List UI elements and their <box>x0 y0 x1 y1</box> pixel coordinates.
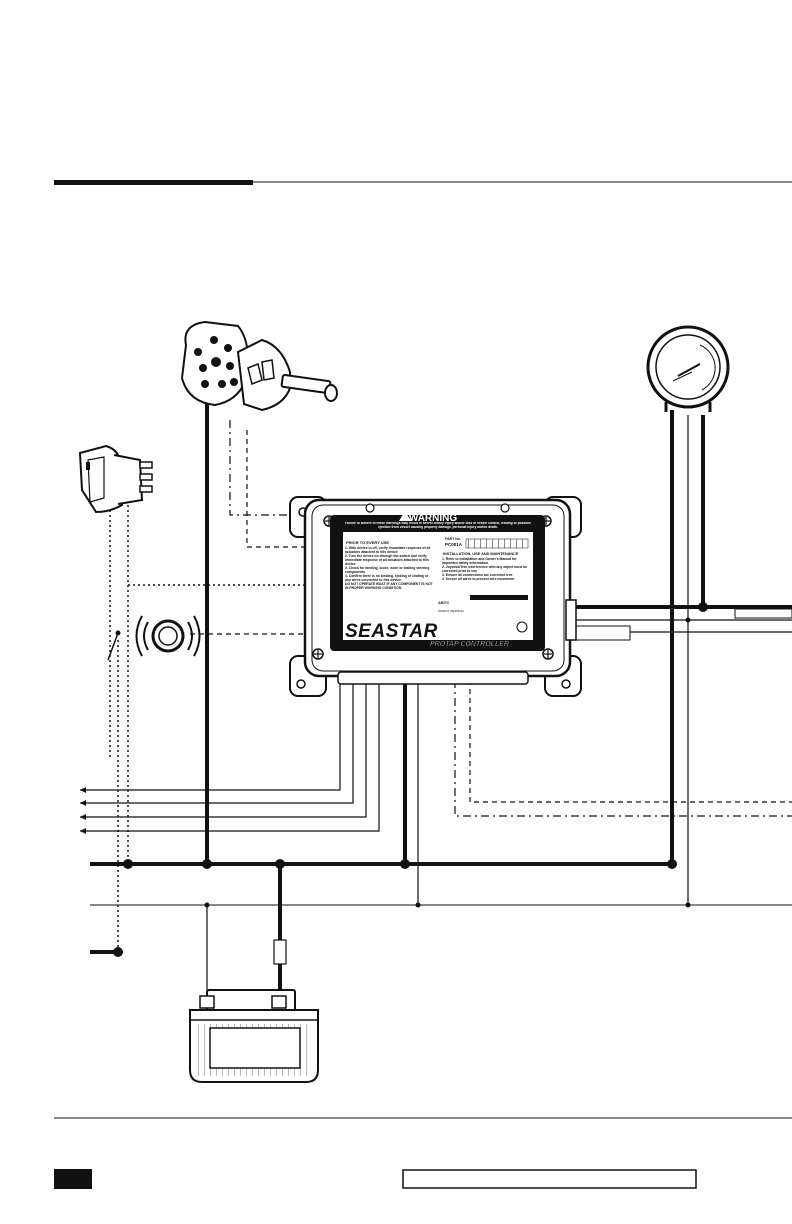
warning-text: Failure to adhere to these warnings may … <box>345 522 531 529</box>
inline-fuse <box>273 939 287 965</box>
install-item: 4. Secure all wires to prevent wire move… <box>442 577 515 581</box>
footer-document-box <box>402 1169 697 1189</box>
page-number-tab <box>54 1169 92 1189</box>
protap-controller: WARNING Failure to adhere to these warni… <box>289 496 582 697</box>
install-item: 2. Joystick/Trim interference with any o… <box>442 565 528 573</box>
info-bar <box>470 595 528 600</box>
header-rule <box>54 180 792 185</box>
controller-output-dashdot <box>454 680 792 817</box>
gauge-wires <box>670 410 708 905</box>
part-no-label: PART No. <box>445 537 461 541</box>
abyc-logo: ABYC <box>438 600 449 605</box>
footer <box>54 1117 792 1189</box>
prior-item: 1. With device in off, verify immediate … <box>345 546 431 554</box>
part-no: PC001A <box>445 542 463 547</box>
right-output-wires <box>569 605 792 641</box>
prior-item: 4. Confirm there is no binding, kinking … <box>345 574 429 582</box>
prior-footer: DO NOT OPERATE BOAT IF ANY COMPONENT IS … <box>345 582 433 590</box>
prior-heading: PRIOR TO EVERY USE <box>346 540 389 545</box>
seastar-brand: SEASTAR <box>345 621 438 642</box>
warning-title: WARNING <box>409 513 458 524</box>
prior-item: 3. Check for binding, loose, worn or lea… <box>345 566 430 574</box>
barcode <box>465 538 529 549</box>
battery-wires <box>206 864 287 1005</box>
buzzer <box>135 615 201 657</box>
helm-sensor-wire <box>229 420 305 516</box>
helm-signal-wire <box>246 430 305 548</box>
install-item: 1. Refer to Installation and Owner's Man… <box>442 557 517 565</box>
ground-line <box>90 902 792 908</box>
install-item: 3. Ensure all connections are corrected … <box>442 573 513 577</box>
patent-text: PATENT PENDING <box>438 609 465 613</box>
trim-gauge <box>646 325 730 412</box>
rocker-switch <box>78 444 153 514</box>
ground-stub <box>90 947 123 957</box>
controller-output-dashed <box>469 680 792 803</box>
switch-wire-b <box>127 505 305 586</box>
helm-pump <box>180 320 338 412</box>
warning-triangle-icon <box>399 511 411 521</box>
status-led-icon <box>516 621 528 633</box>
power-bus <box>90 859 677 869</box>
product-name: PROTAP CONTROLLER <box>430 641 509 648</box>
toggle-switch-symbol <box>107 630 121 661</box>
output-signal-wires <box>80 680 380 834</box>
install-heading: INSTALLATION, USE AND MAINTENANCE <box>443 552 519 556</box>
battery <box>189 989 319 1083</box>
prior-item: 2. Turn the device on through the switch… <box>345 554 429 566</box>
